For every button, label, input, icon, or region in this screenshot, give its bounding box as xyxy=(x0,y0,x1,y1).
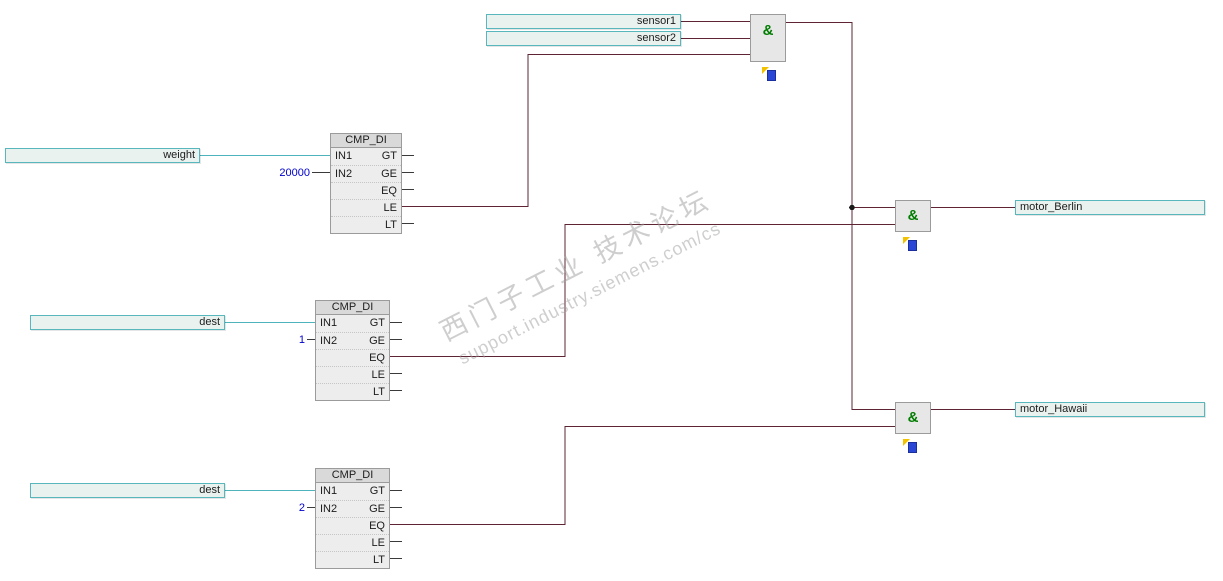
pin-eq: EQ xyxy=(369,352,385,364)
operand-motor-hawaii[interactable]: motor_Hawaii xyxy=(1015,402,1205,417)
cmp-row: IN2 GE xyxy=(316,332,389,349)
cmp-block-weight[interactable]: CMP_DI IN1 GT IN2 GE EQ LE LT xyxy=(330,133,402,234)
cmp-row: IN1 GT xyxy=(316,315,389,332)
cmp-row: LE xyxy=(316,534,389,551)
pin-ge: GE xyxy=(369,335,385,347)
pencil-icon xyxy=(903,439,910,446)
operand-dest-hawaii[interactable]: dest xyxy=(30,483,225,498)
cmp-row: EQ xyxy=(331,182,401,199)
and-gate-sensors[interactable]: & xyxy=(750,14,786,62)
pencil-icon xyxy=(762,67,769,74)
pin-le: LE xyxy=(371,369,385,381)
pencil-icon xyxy=(903,237,910,244)
cmp-row: LT xyxy=(316,551,389,568)
cmp-row: IN1 GT xyxy=(316,483,389,500)
pin-gt: GT xyxy=(369,317,385,329)
cmp-row: LT xyxy=(331,216,401,233)
pin-in2: IN2 xyxy=(335,168,353,180)
and-gate-motor-berlin[interactable]: & xyxy=(895,200,931,232)
cmp-block-title: CMP_DI xyxy=(316,469,389,483)
cmp-row: IN2 GE xyxy=(316,500,389,517)
page-icon xyxy=(767,70,776,81)
cmp-row: IN1 GT xyxy=(331,148,401,165)
pin-in1: IN1 xyxy=(320,485,338,497)
pin-in2: IN2 xyxy=(320,335,338,347)
cmp-row: LE xyxy=(331,199,401,216)
cmp-row: LT xyxy=(316,383,389,400)
operand-sensor2[interactable]: sensor2 xyxy=(486,31,681,46)
pin-eq: EQ xyxy=(369,520,385,532)
pin-ge: GE xyxy=(381,168,397,180)
cmp-block-title: CMP_DI xyxy=(316,301,389,315)
pin-gt: GT xyxy=(369,485,385,497)
watermark-url: support.industry.siemens.com/cs xyxy=(455,218,725,369)
pin-in1: IN1 xyxy=(320,317,338,329)
operand-motor-berlin[interactable]: motor_Berlin xyxy=(1015,200,1205,215)
pin-in1: IN1 xyxy=(335,150,353,162)
insert-marker-icon[interactable] xyxy=(903,439,917,453)
signal-wires xyxy=(390,21,1015,525)
pin-gt: GT xyxy=(381,150,397,162)
operand-weight[interactable]: weight xyxy=(5,148,200,163)
operand-dest-berlin[interactable]: dest xyxy=(30,315,225,330)
wire-junction-dot xyxy=(849,204,855,211)
forum-watermark: 西门子工业 技术论坛 support.industry.siemens.com/… xyxy=(432,178,729,371)
constant-weight-limit[interactable]: 20000 xyxy=(279,167,310,179)
page-icon xyxy=(908,240,917,251)
watermark-title: 西门子工业 技术论坛 xyxy=(435,183,717,347)
cmp-row: IN2 GE xyxy=(331,165,401,182)
pin-in2: IN2 xyxy=(320,503,338,515)
operand-sensor1[interactable]: sensor1 xyxy=(486,14,681,29)
page-icon xyxy=(908,442,917,453)
insert-marker-icon[interactable] xyxy=(762,67,776,81)
pin-le: LE xyxy=(371,537,385,549)
constant-dest-hawaii[interactable]: 2 xyxy=(298,502,305,514)
cmp-row: EQ xyxy=(316,349,389,366)
constant-dest-berlin[interactable]: 1 xyxy=(298,334,305,346)
pin-le: LE xyxy=(383,202,397,214)
cmp-row: EQ xyxy=(316,517,389,534)
pin-eq: EQ xyxy=(381,185,397,197)
cmp-block-dest-hawaii[interactable]: CMP_DI IN1 GT IN2 GE EQ LE LT xyxy=(315,468,390,569)
cmp-block-title: CMP_DI xyxy=(331,134,401,148)
pin-lt: LT xyxy=(372,386,385,398)
and-gate-motor-hawaii[interactable]: & xyxy=(895,402,931,434)
pin-lt: LT xyxy=(372,554,385,566)
cmp-row: LE xyxy=(316,366,389,383)
cmp-block-dest-berlin[interactable]: CMP_DI IN1 GT IN2 GE EQ LE LT xyxy=(315,300,390,401)
pin-ge: GE xyxy=(369,503,385,515)
insert-marker-icon[interactable] xyxy=(903,237,917,251)
pin-lt: LT xyxy=(384,219,397,231)
